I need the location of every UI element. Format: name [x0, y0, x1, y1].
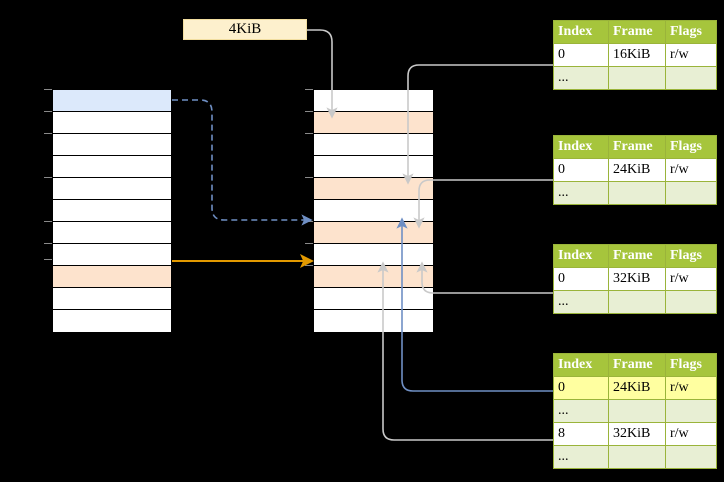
- wire-virtual-page-blue: [172, 99, 313, 226]
- table-cell: ...: [553, 445, 609, 469]
- physical-memory-column: [313, 89, 434, 332]
- memory-row: [314, 310, 433, 332]
- memory-row: [314, 222, 433, 244]
- memory-row: [53, 156, 171, 178]
- memory-row: [53, 310, 171, 332]
- table-cell: [665, 181, 717, 205]
- table-cell: 16KiB: [608, 43, 666, 67]
- table-cell: r/w: [665, 43, 717, 67]
- column-header-frame: Frame: [608, 244, 666, 268]
- memory-row: [314, 244, 433, 266]
- table-cell: [665, 399, 717, 423]
- memory-row: [314, 178, 433, 200]
- column-header-flags: Flags: [665, 353, 717, 377]
- table-cell: ...: [553, 181, 609, 205]
- table-cell: r/w: [665, 158, 717, 182]
- table-cell: 0: [553, 376, 609, 400]
- table-row: ...: [553, 445, 717, 469]
- memory-row: [53, 200, 171, 222]
- table-cell: 32KiB: [608, 267, 666, 291]
- column-header-frame: Frame: [608, 353, 666, 377]
- table-cell: 32KiB: [608, 422, 666, 446]
- size-label-4kib: 4KiB: [183, 19, 307, 40]
- table-cell: 0: [553, 43, 609, 67]
- memory-row: [314, 200, 433, 222]
- table-cell: [608, 66, 666, 90]
- memory-row: [53, 112, 171, 134]
- column-header-index: Index: [553, 20, 609, 44]
- table-cell: r/w: [665, 422, 717, 446]
- table-cell: 24KiB: [608, 376, 666, 400]
- table-cell: [665, 445, 717, 469]
- memory-row: [53, 222, 171, 244]
- memory-row: [314, 156, 433, 178]
- table-row: ...: [553, 66, 717, 90]
- table-cell: 24KiB: [608, 158, 666, 182]
- table-cell: 0: [553, 158, 609, 182]
- memory-row: [314, 134, 433, 156]
- table-cell: r/w: [665, 376, 717, 400]
- table-cell: ...: [553, 66, 609, 90]
- middle-column-ticks: [305, 89, 313, 266]
- column-header-flags: Flags: [665, 135, 717, 159]
- table-cell: [608, 181, 666, 205]
- memory-row: [314, 112, 433, 134]
- memory-row: [314, 288, 433, 310]
- table-cell: [608, 399, 666, 423]
- table-cell: [665, 66, 717, 90]
- table-cell: ...: [553, 399, 609, 423]
- column-header-frame: Frame: [608, 135, 666, 159]
- table-row: ...: [553, 290, 717, 314]
- memory-row: [314, 266, 433, 288]
- memory-row: [53, 134, 171, 156]
- table-cell: [608, 290, 666, 314]
- table-cell: 8: [553, 422, 609, 446]
- table-cell: ...: [553, 290, 609, 314]
- memory-row: [53, 178, 171, 200]
- column-header-index: Index: [553, 244, 609, 268]
- table-cell: r/w: [665, 267, 717, 291]
- wire-pt2-to-frame: [416, 261, 553, 294]
- wire-pt1-to-frame: [413, 179, 553, 229]
- table-cell: [665, 290, 717, 314]
- memory-row: [53, 90, 171, 112]
- column-header-frame: Frame: [608, 20, 666, 44]
- memory-row: [53, 266, 171, 288]
- table-row: ...: [553, 181, 717, 205]
- memory-row: [53, 288, 171, 310]
- virtual-address-space-column: [52, 89, 172, 332]
- column-header-index: Index: [553, 135, 609, 159]
- column-header-flags: Flags: [665, 244, 717, 268]
- column-header-flags: Flags: [665, 20, 717, 44]
- table-row: ...: [553, 399, 717, 423]
- column-header-index: Index: [553, 353, 609, 377]
- memory-row: [53, 244, 171, 266]
- table-cell: [608, 445, 666, 469]
- table-cell: 0: [553, 267, 609, 291]
- left-column-ticks: [44, 89, 52, 260]
- memory-row: [314, 90, 433, 112]
